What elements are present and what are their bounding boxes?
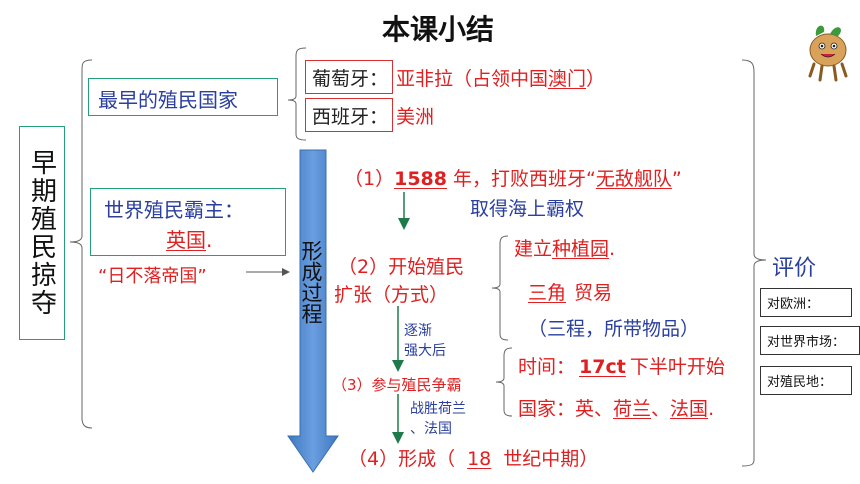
defeat-line2: 、法国 xyxy=(410,421,452,437)
step3-bracket xyxy=(495,347,513,417)
evaluation-europe: 对欧洲： xyxy=(760,288,852,317)
page-title: 本课小结 xyxy=(382,13,495,46)
evaluation-bracket xyxy=(741,59,767,467)
step2-bracket xyxy=(491,235,509,341)
gradual-line1: 逐渐 xyxy=(404,323,432,339)
earliest-label: 最早的殖民国家 xyxy=(98,88,238,112)
hegemon-box xyxy=(90,188,286,256)
empire-label: “日不落帝国” xyxy=(98,266,207,287)
step3-country: 国家：英、荷兰、法国. xyxy=(518,398,715,420)
main-label-box: 早期殖民掠夺 xyxy=(19,126,65,340)
step2-line2: 扩张（方式） xyxy=(334,284,449,306)
step1-line: （1）1588 年，打败西班牙“无敌舰队” xyxy=(344,168,682,190)
mascot-illustration xyxy=(808,25,848,82)
hegemon-label: 世界殖民霸主： xyxy=(104,198,244,222)
process-label: 形成过程 xyxy=(299,240,323,324)
hegemon-answer: 英国. xyxy=(166,228,213,252)
spain-label: 西班牙： xyxy=(312,106,389,128)
step2-way2: 三角贸易 xyxy=(528,282,613,304)
step2-way1: 建立种植园. xyxy=(514,238,616,260)
defeat-line1: 战胜荷兰 xyxy=(410,401,466,417)
evaluation-colony: 对殖民地： xyxy=(760,366,852,395)
evaluation-market: 对世界市场： xyxy=(760,326,860,355)
step3-label: （3）参与殖民争霸 xyxy=(332,376,462,394)
step2-line1: （2）开始殖民 xyxy=(338,256,465,278)
step1-result: 取得海上霸权 xyxy=(470,198,585,220)
main-label: 早期殖民掠夺 xyxy=(26,149,57,317)
evaluation-label: 评价 xyxy=(772,256,817,281)
main-bracket xyxy=(69,59,93,429)
portugal-box xyxy=(305,60,393,94)
portugal-detail: 亚非拉（占领中国澳门） xyxy=(396,68,606,90)
earliest-box xyxy=(88,78,278,116)
process-arrow xyxy=(287,149,339,473)
spain-detail: 美洲 xyxy=(396,106,435,128)
portugal-label: 葡萄牙： xyxy=(312,68,389,90)
earliest-bracket xyxy=(287,47,307,141)
spain-box xyxy=(305,98,393,132)
gradual-line2: 强大后 xyxy=(404,343,446,359)
step2-note: （三程，所带物品） xyxy=(528,318,700,340)
